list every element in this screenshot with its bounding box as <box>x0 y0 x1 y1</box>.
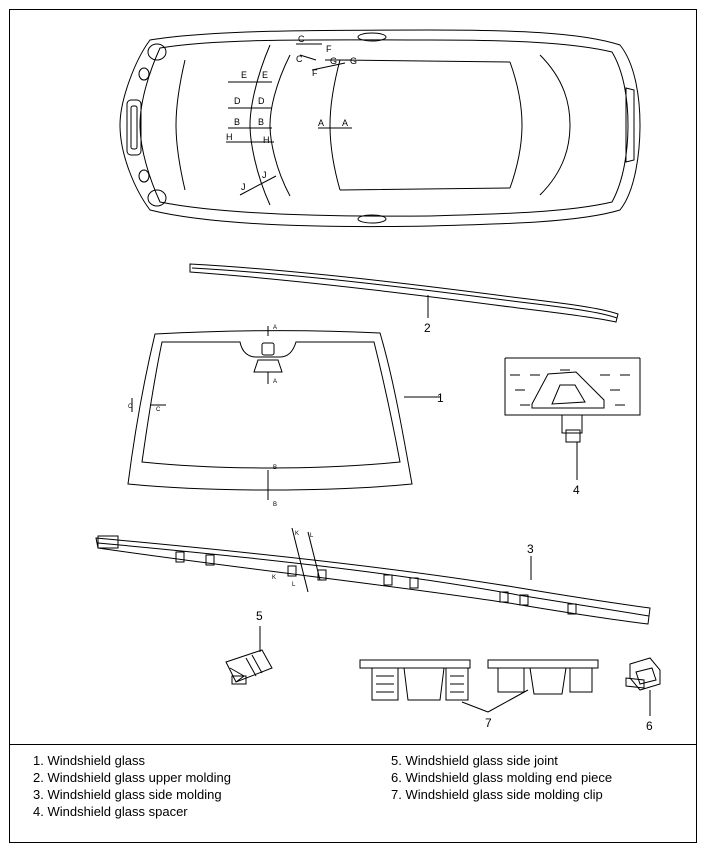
car-top-view <box>119 29 641 228</box>
section-mark: K <box>272 575 276 581</box>
section-mark: B <box>273 465 277 471</box>
legend-item-6: 6. Windshield glass molding end piece <box>391 770 613 785</box>
legend-item-5: 5. Windshield glass side joint <box>391 753 558 768</box>
molding-clips <box>359 659 599 713</box>
glass-section-labels: A A C C B B <box>128 325 277 508</box>
section-mark: C <box>156 407 161 413</box>
section-mark: G <box>330 56 337 66</box>
section-mark: F <box>326 44 332 54</box>
section-mark: L <box>292 582 296 588</box>
section-mark: D <box>258 96 265 106</box>
section-mark: A <box>318 118 324 128</box>
callout-6: 6 <box>646 719 653 733</box>
legend-right: 5. Windshield glass side joint 6. Windsh… <box>391 752 612 803</box>
callout-numbers: 2 1 4 3 5 7 6 <box>256 321 653 733</box>
section-mark: A <box>273 379 277 385</box>
section-mark: B <box>234 117 240 127</box>
diagram-frame <box>9 9 697 843</box>
section-mark: H <box>263 135 270 145</box>
callout-4: 4 <box>573 483 580 497</box>
section-mark: C <box>128 404 133 410</box>
section-mark: D <box>234 96 241 106</box>
side-joint <box>225 626 273 685</box>
section-mark: J <box>262 170 267 180</box>
section-mark: C <box>296 54 303 64</box>
legend-item-3: 3. Windshield glass side molding <box>33 787 222 802</box>
windshield-spacer <box>504 357 641 480</box>
legend-item-7: 7. Windshield glass side molding clip <box>391 787 603 802</box>
section-mark: E <box>241 70 247 80</box>
molding-section-labels: K K L L <box>272 531 314 588</box>
upper-molding <box>189 263 619 323</box>
section-mark: F <box>312 68 318 78</box>
callout-2: 2 <box>424 321 431 335</box>
callout-5: 5 <box>256 609 263 623</box>
side-molding <box>95 527 651 625</box>
section-mark: A <box>342 118 348 128</box>
legend-item-4: 4. Windshield glass spacer <box>33 804 188 819</box>
section-mark: K <box>295 531 299 537</box>
legend-left: 1. Windshield glass 2. Windshield glass … <box>33 752 231 820</box>
molding-end-piece <box>625 657 661 716</box>
section-mark: B <box>273 502 277 508</box>
legend-item-1: 1. Windshield glass <box>33 753 145 768</box>
section-mark: A <box>273 325 277 331</box>
callout-1: 1 <box>437 391 444 405</box>
section-mark: G <box>350 56 357 66</box>
callout-7: 7 <box>485 716 492 730</box>
section-mark: L <box>310 533 314 539</box>
section-mark: E <box>262 70 268 80</box>
section-mark: J <box>241 182 246 192</box>
section-mark: C <box>298 34 305 44</box>
callout-3: 3 <box>527 542 534 556</box>
legend-item-2: 2. Windshield glass upper molding <box>33 770 231 785</box>
section-mark: B <box>258 117 264 127</box>
windshield-glass <box>127 326 440 500</box>
section-mark: H <box>226 132 233 142</box>
legend-divider <box>9 744 697 745</box>
car-section-labels: E E D D B B H H J J A A C C F F G G <box>226 34 357 192</box>
